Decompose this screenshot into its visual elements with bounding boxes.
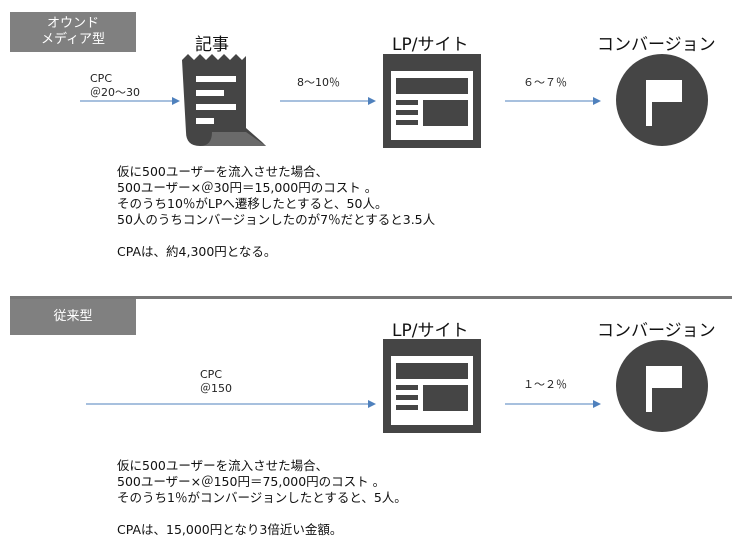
arrow-article-to-lp <box>280 97 376 105</box>
section-tag-traditional: 従来型 <box>10 299 136 335</box>
webpage-icon <box>383 339 481 433</box>
description-line: 仮に500ユーザーを流入させた場合、 <box>117 458 329 473</box>
cpc-price: ＠20〜30 <box>90 86 140 99</box>
node-label-article: 記事 <box>195 35 229 55</box>
cpc-label: CPC <box>200 368 222 381</box>
arrow-label-cpc: CPC ＠20〜30 <box>90 72 140 100</box>
description-line: CPAは、約4,300円となる。 <box>117 244 277 259</box>
receipt-icon <box>182 54 266 146</box>
description-line: 50人のうちコンバージョンしたのが7％だとすると3.5人 <box>117 212 436 227</box>
description-owned-media: 仮に500ユーザーを流入させた場合、 500ユーザー×＠30円＝15,000円の… <box>117 164 435 260</box>
arrow-label-article-to-lp: 8〜10％ <box>297 76 340 89</box>
description-line: 500ユーザー×＠150円＝75,000円のコスト 。 <box>117 474 386 489</box>
cpc-price: ＠150 <box>200 382 232 395</box>
description-line <box>117 506 407 522</box>
arrow-cpc <box>86 400 376 408</box>
description-line: CPAは、15,000円となり3倍近い金額。 <box>117 522 343 537</box>
arrow-lp-to-conversion <box>505 400 601 408</box>
node-label-lp: LP/サイト <box>392 35 469 55</box>
arrow-label-lp-to-conversion: １〜２％ <box>523 378 567 391</box>
description-line <box>117 228 435 244</box>
cpc-label: CPC <box>90 72 112 85</box>
flag-icon <box>616 54 708 146</box>
section-tag-owned-media: オウンド メディア型 <box>10 12 136 52</box>
arrow-lp-to-conversion <box>505 97 601 105</box>
description-traditional: 仮に500ユーザーを流入させた場合、 500ユーザー×＠150円＝75,000円… <box>117 458 407 538</box>
arrow-cpc <box>80 97 180 105</box>
arrow-label-cpc: CPC ＠150 <box>200 368 232 396</box>
section-divider <box>10 296 732 299</box>
node-label-conversion: コンバージョン <box>597 35 716 55</box>
flag-icon <box>616 340 708 432</box>
description-line: 500ユーザー×＠30円＝15,000円のコスト 。 <box>117 180 378 195</box>
webpage-icon <box>383 54 481 148</box>
node-label-lp: LP/サイト <box>392 321 469 341</box>
node-label-conversion: コンバージョン <box>597 321 716 341</box>
description-line: そのうち10％がLPへ遷移したとすると、50人。 <box>117 196 388 211</box>
description-line: 仮に500ユーザーを流入させた場合、 <box>117 164 329 179</box>
description-line: そのうち1％がコンバージョンしたとすると、5人。 <box>117 490 407 505</box>
arrow-label-lp-to-conversion: ６〜７％ <box>523 76 567 89</box>
